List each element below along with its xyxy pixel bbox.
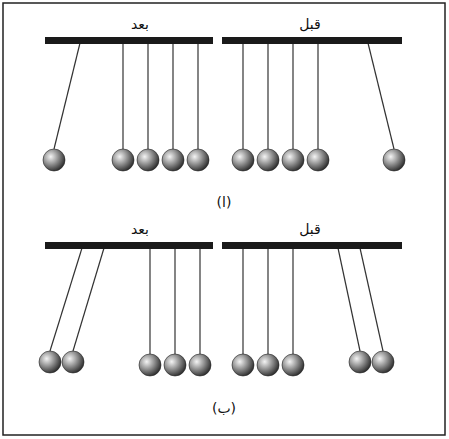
string — [122, 43, 123, 149]
ball — [139, 354, 161, 376]
ball — [39, 351, 61, 373]
ball — [257, 149, 279, 171]
ball — [137, 149, 159, 171]
after-label: بعد — [129, 16, 151, 32]
string — [147, 43, 148, 149]
string — [267, 43, 268, 149]
ball — [112, 149, 134, 171]
ball — [257, 354, 279, 376]
figure-label: (ا) — [215, 194, 234, 210]
string — [149, 248, 150, 354]
cradle — [222, 242, 402, 376]
ball — [43, 149, 65, 171]
string — [368, 43, 394, 149]
support-bar — [222, 37, 402, 44]
string — [73, 248, 104, 351]
string — [242, 248, 243, 354]
ball — [232, 354, 254, 376]
string — [292, 43, 293, 149]
string — [172, 43, 173, 149]
support-bar — [222, 242, 402, 249]
ball — [162, 149, 184, 171]
frame — [3, 3, 445, 435]
cradles — [39, 37, 405, 376]
ball — [232, 149, 254, 171]
string — [360, 248, 383, 351]
cradle — [39, 242, 213, 376]
string — [174, 248, 175, 354]
string — [292, 248, 293, 354]
string — [54, 43, 80, 149]
ball — [189, 354, 211, 376]
string — [199, 248, 200, 354]
support-bar — [45, 37, 213, 44]
ball — [282, 149, 304, 171]
cradle — [43, 37, 213, 171]
string — [317, 43, 318, 149]
ball — [372, 351, 394, 373]
ball — [282, 354, 304, 376]
after-label: بعد — [129, 221, 151, 237]
ball — [307, 149, 329, 171]
ball — [164, 354, 186, 376]
ball — [187, 149, 209, 171]
ball — [62, 351, 84, 373]
ball — [349, 351, 371, 373]
string — [338, 248, 360, 351]
ball — [383, 149, 405, 171]
support-bar — [45, 242, 213, 249]
string — [242, 43, 243, 149]
before-label: قبل — [297, 16, 323, 32]
string — [267, 248, 268, 354]
string — [197, 43, 198, 149]
figure-label: (ب) — [210, 400, 238, 416]
cradle — [222, 37, 405, 171]
before-label: قبل — [297, 221, 323, 237]
